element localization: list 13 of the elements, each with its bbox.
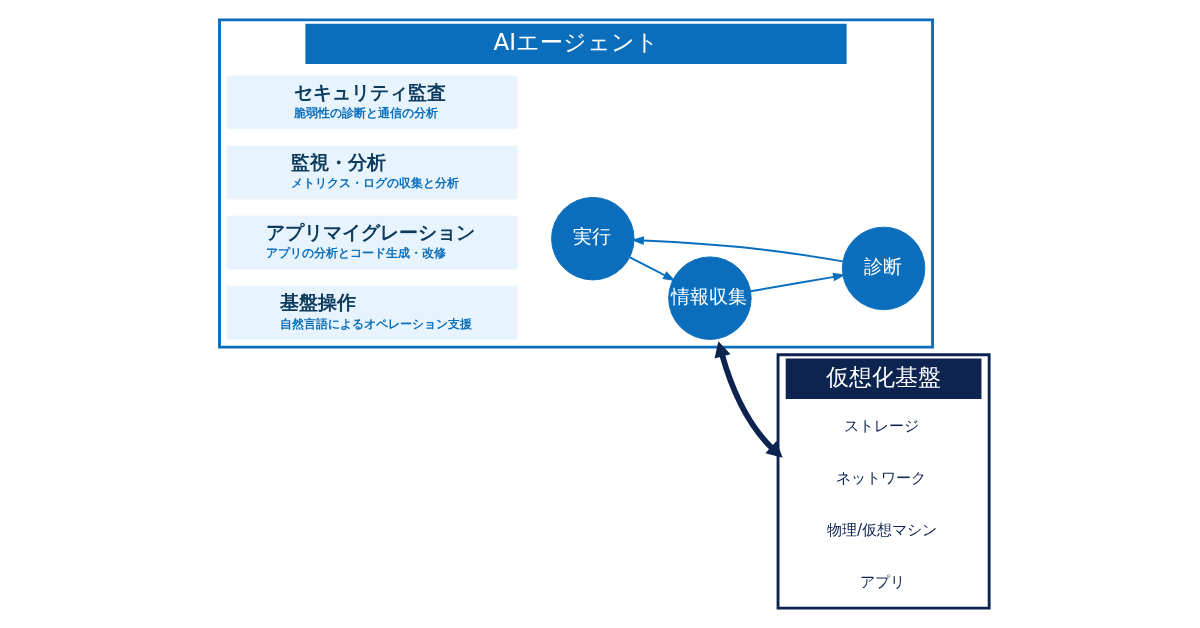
arrow — [749, 272, 846, 293]
node-circle: 情報収集 — [667, 256, 752, 340]
arrow — [630, 236, 844, 263]
node-circle: 実行 — [550, 196, 635, 281]
node-text: 物理/仮想マシン — [826, 521, 937, 540]
node-circle: 診断 — [841, 226, 925, 311]
node-text: アプリ — [859, 572, 905, 591]
node-text: ネットワーク — [835, 469, 926, 488]
arrow — [628, 256, 676, 281]
arrow — [714, 341, 783, 458]
node-box: 基盤操作 自然言語によるオペレーション支援 — [226, 285, 517, 340]
node-box: 監視・分析 メトリクス・ログの収集と分析 — [226, 145, 517, 200]
node-text: ストレージ — [843, 417, 919, 436]
